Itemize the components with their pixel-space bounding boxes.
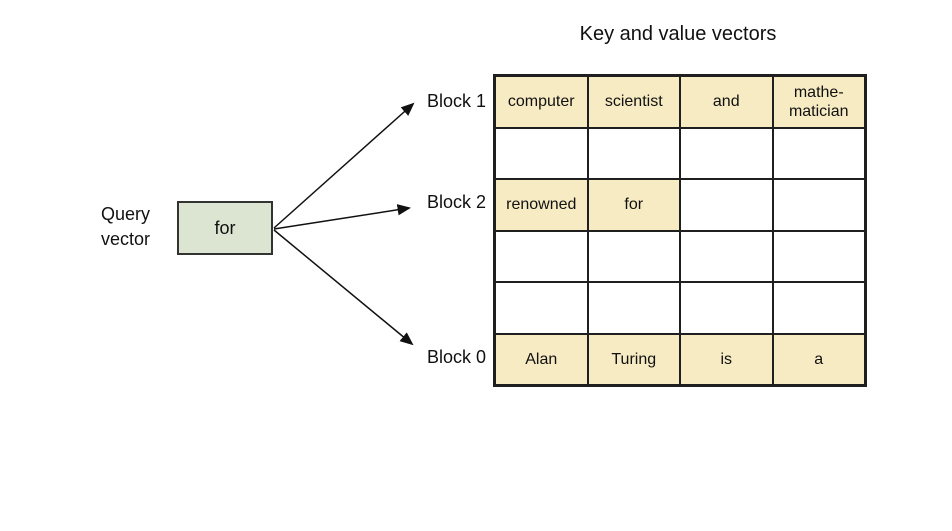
table-cell bbox=[495, 230, 588, 282]
table-cell bbox=[772, 127, 865, 179]
table-cell bbox=[587, 127, 680, 179]
table-cell: Turing bbox=[587, 333, 680, 385]
arrow-to-block-0 bbox=[273, 229, 414, 346]
diagram-title: Key and value vectors bbox=[579, 23, 777, 45]
arrow-to-block-1 bbox=[273, 102, 415, 229]
block-1-label: Block 1 bbox=[426, 91, 486, 111]
table-cell: is bbox=[680, 333, 773, 385]
table-cell bbox=[772, 230, 865, 282]
block-0-label: Block 0 bbox=[426, 347, 486, 367]
table-cell bbox=[680, 282, 773, 334]
table-cell: computer bbox=[495, 76, 588, 128]
table-cell bbox=[587, 230, 680, 282]
query-vector-box: for bbox=[177, 201, 273, 255]
arrow-to-block-2 bbox=[273, 204, 412, 230]
table-cell: a bbox=[772, 333, 865, 385]
table-cell: mathe- matician bbox=[772, 76, 865, 128]
table-cell bbox=[495, 282, 588, 334]
table-cell: scientist bbox=[587, 76, 680, 128]
table-cell bbox=[772, 282, 865, 334]
query-vector-label: Query vector bbox=[101, 204, 151, 249]
table-cell bbox=[495, 127, 588, 179]
table-cell bbox=[680, 230, 773, 282]
table-cell: renowned bbox=[495, 179, 588, 231]
table-cell: for bbox=[587, 179, 680, 231]
table-cell: Alan bbox=[495, 333, 588, 385]
block-2-label: Block 2 bbox=[426, 192, 486, 212]
query-vector-box-text: for bbox=[214, 217, 236, 238]
table-cell: and bbox=[680, 76, 773, 128]
table-cell bbox=[680, 127, 773, 179]
table-cell bbox=[587, 282, 680, 334]
table-cell bbox=[772, 179, 865, 231]
table-cell bbox=[680, 179, 773, 231]
